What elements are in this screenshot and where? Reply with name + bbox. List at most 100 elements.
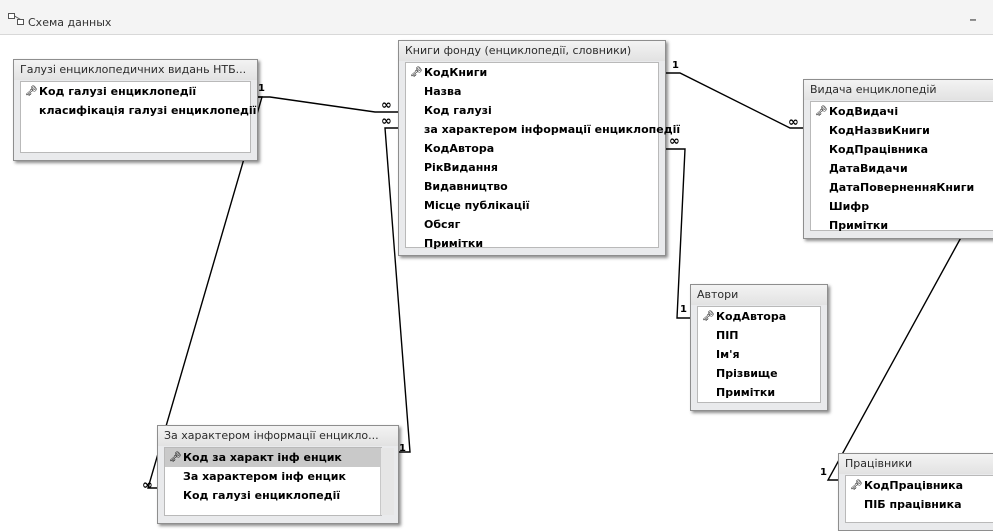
field-row[interactable]: За характером інф енцик <box>165 467 381 486</box>
table-title[interactable]: Видача енциклопедій <box>804 80 993 100</box>
field-row[interactable]: за характером інформації енциклопедії <box>406 120 680 139</box>
vertical-scrollbar[interactable] <box>380 448 394 515</box>
cardinality-many: ∞ <box>669 134 680 149</box>
table-galuzi[interactable]: Галузі енциклопедичних видань НТБ... 🗝Ко… <box>13 59 258 161</box>
relation-line <box>147 96 263 489</box>
field-row[interactable]: Місце публікації <box>406 196 658 215</box>
table-title[interactable]: Книги фонду (енциклопедії, словники) <box>399 41 665 61</box>
cardinality-one: 1 <box>820 467 827 478</box>
field-list: 🗝Код за характ інф енцик За характером і… <box>164 447 382 516</box>
field-label: КодПрацівника <box>864 479 964 492</box>
field-row[interactable]: Примітки <box>698 383 820 402</box>
field-row[interactable]: Видавництво <box>406 177 658 196</box>
field-label: КодАвтора <box>424 142 495 155</box>
field-label: КодАвтора <box>716 310 787 323</box>
field-row[interactable]: Код галузі енциклопедії <box>165 486 381 505</box>
field-label: Місце публікації <box>424 199 530 212</box>
field-label: Примітки <box>424 237 484 250</box>
field-row[interactable]: Примітки <box>406 234 658 253</box>
key-icon: 🗝 <box>702 311 715 322</box>
table-title[interactable]: Галузі енциклопедичних видань НТБ... <box>14 60 257 80</box>
field-row[interactable]: Ім'я <box>698 345 820 364</box>
field-row[interactable]: 🗝КодПрацівника <box>846 476 993 495</box>
field-row[interactable]: Шифр <box>811 197 993 216</box>
table-avtory[interactable]: Автори 🗝КодАвтора ПІП Ім'я Прізвище Прим… <box>690 284 828 411</box>
field-row[interactable]: КодПрацівника <box>811 140 993 159</box>
field-label: Ім'я <box>716 348 740 361</box>
field-list: 🗝КодКниги Назва Код галузі за характером… <box>405 62 680 250</box>
field-label: Код галузі енциклопедії <box>39 85 197 98</box>
field-label: Шифр <box>829 200 870 213</box>
key-icon: 🗝 <box>850 480 863 491</box>
field-label: Обсяг <box>424 218 461 231</box>
field-label: КодВидачі <box>829 105 899 118</box>
field-label: класифікація галузі енциклопедії <box>39 104 257 117</box>
field-label: Код галузі енциклопедії <box>183 489 341 502</box>
field-label: КодПрацівника <box>829 143 929 156</box>
relationships-icon <box>8 13 24 25</box>
field-label: РікВидання <box>424 161 498 174</box>
field-row[interactable]: 🗝КодВидачі <box>811 102 993 121</box>
table-title[interactable]: Працівники <box>839 454 993 474</box>
field-row[interactable]: ПІБ працівника <box>846 495 993 514</box>
field-row-selected[interactable]: 🗝Код за характ інф енцик <box>165 448 381 467</box>
field-row[interactable]: ДатаВидачи <box>811 159 993 178</box>
field-row[interactable]: КодАвтора <box>406 139 658 158</box>
table-kharakter[interactable]: За характером інформації енцикло... 🗝Код… <box>157 425 399 524</box>
field-label: ПІБ працівника <box>864 498 962 511</box>
table-title[interactable]: Автори <box>691 285 827 305</box>
field-row[interactable]: КодНазвиКниги <box>811 121 993 140</box>
window-title: Схема данных <box>28 16 112 29</box>
cardinality-one: 1 <box>680 304 687 315</box>
field-label: Примітки <box>716 386 776 399</box>
field-label: ДатаВидачи <box>829 162 908 175</box>
field-row[interactable]: Назва <box>406 82 658 101</box>
field-row[interactable]: Примітки <box>811 216 993 235</box>
table-knygy[interactable]: Книги фонду (енциклопедії, словники) 🗝Ко… <box>398 40 680 256</box>
field-row[interactable]: РікВидання <box>406 158 658 177</box>
key-icon: 🗝 <box>169 452 182 463</box>
field-label: за характером інформації енциклопедії <box>424 123 681 136</box>
table-vydacha[interactable]: Видача енциклопедій 🗝КодВидачі КодНазвиК… <box>803 79 993 239</box>
field-row[interactable]: Обсяг <box>406 215 658 234</box>
field-row[interactable]: ПІП <box>698 326 820 345</box>
key-icon: 🗝 <box>815 106 828 117</box>
relation-line <box>665 148 690 319</box>
table-pratsivnyky[interactable]: Працівники 🗝КодПрацівника ПІБ працівника <box>838 453 993 531</box>
cardinality-many: ∞ <box>381 114 392 129</box>
field-row[interactable]: класифікація галузі енциклопедії <box>21 101 256 120</box>
key-icon: 🗝 <box>410 67 423 78</box>
field-list: 🗝Код галузі енциклопедії класифікація га… <box>20 81 256 153</box>
key-icon: 🗝 <box>25 86 38 97</box>
cardinality-one: 1 <box>258 83 265 94</box>
field-label: Прізвище <box>716 367 778 380</box>
field-list: 🗝КодВидачі КодНазвиКниги КодПрацівника Д… <box>810 101 993 232</box>
cardinality-many: ∞ <box>788 115 799 130</box>
field-label: КодКниги <box>424 66 488 79</box>
table-title[interactable]: За характером інформації енцикло... <box>158 426 398 446</box>
window-titlebar: Схема данных – <box>0 0 993 35</box>
field-label: Назва <box>424 85 462 98</box>
field-label: КодНазвиКниги <box>829 124 930 137</box>
field-label: Код галузі <box>424 104 492 117</box>
relation-line <box>256 96 398 113</box>
field-row[interactable]: 🗝КодКниги <box>406 63 658 82</box>
field-label: ПІП <box>716 329 739 342</box>
cardinality-many: ∞ <box>381 98 392 113</box>
cardinality-one: 1 <box>399 443 406 454</box>
field-list: 🗝КодПрацівника ПІБ працівника <box>845 475 993 523</box>
field-label: За характером інф енцик <box>183 470 346 483</box>
minimize-button[interactable]: – <box>969 10 977 28</box>
field-row[interactable]: ДатаПоверненняКниги <box>811 178 993 197</box>
field-label: ДатаПоверненняКниги <box>829 181 975 194</box>
field-row[interactable]: 🗝Код галузі енциклопедії <box>21 82 250 101</box>
cardinality-many: ∞ <box>142 478 153 493</box>
field-row[interactable]: 🗝КодАвтора <box>698 307 820 326</box>
field-label: Примітки <box>829 219 889 232</box>
field-row[interactable]: Прізвище <box>698 364 820 383</box>
field-list: 🗝КодАвтора ПІП Ім'я Прізвище Примітки <box>697 306 821 403</box>
relation-line <box>384 127 411 453</box>
field-row[interactable]: Код галузі <box>406 101 658 120</box>
field-label: Видавництво <box>424 180 508 193</box>
